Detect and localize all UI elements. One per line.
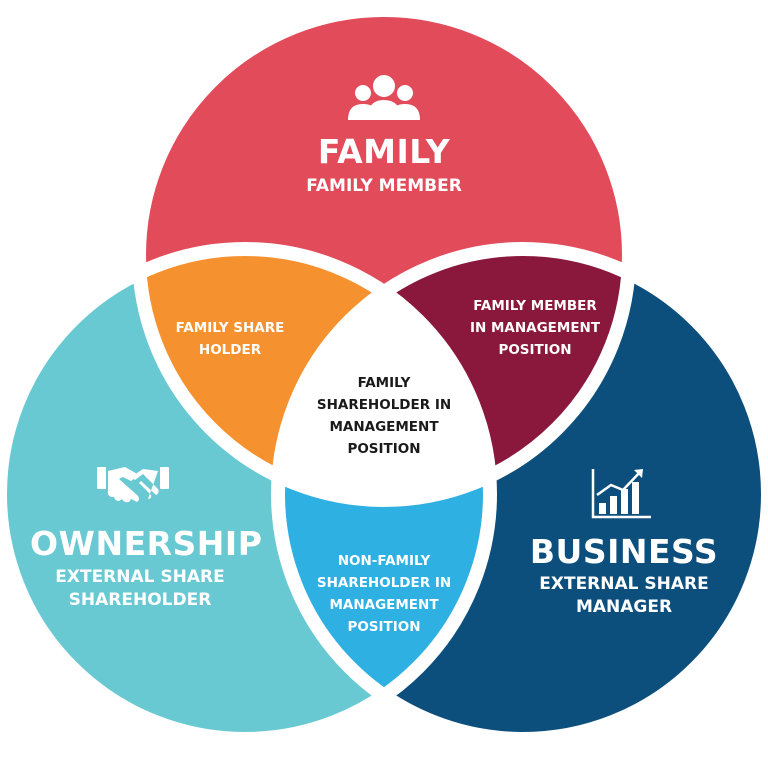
ownership-subtitle: EXTERNAL SHARE SHAREHOLDER (55, 567, 225, 610)
business-subtitle: EXTERNAL SHARE MANAGER (539, 574, 709, 617)
family-business-label: FAMILY MEMBER IN MANAGEMENT POSITION (469, 298, 601, 358)
bar-chart-growth-icon (591, 469, 651, 519)
family-ownership-label: FAMILY SHARE HOLDER (175, 320, 285, 358)
family-subtitle: FAMILY MEMBER (306, 176, 462, 196)
family-title: FAMILY (317, 132, 451, 171)
business-title: BUSINESS (529, 532, 719, 571)
ownership-business-label: NON-FAMILY SHAREHOLDER IN MANAGEMENT POS… (316, 553, 452, 635)
center-overlap (278, 249, 490, 500)
separator-lines (0, 3, 768, 746)
ownership-title: OWNERSHIP (30, 524, 263, 563)
people-group-icon (348, 75, 420, 120)
center-region (278, 249, 490, 500)
center-label: FAMILY SHAREHOLDER IN MANAGEMENT POSITIO… (316, 375, 452, 457)
handshake-icon (97, 467, 169, 503)
